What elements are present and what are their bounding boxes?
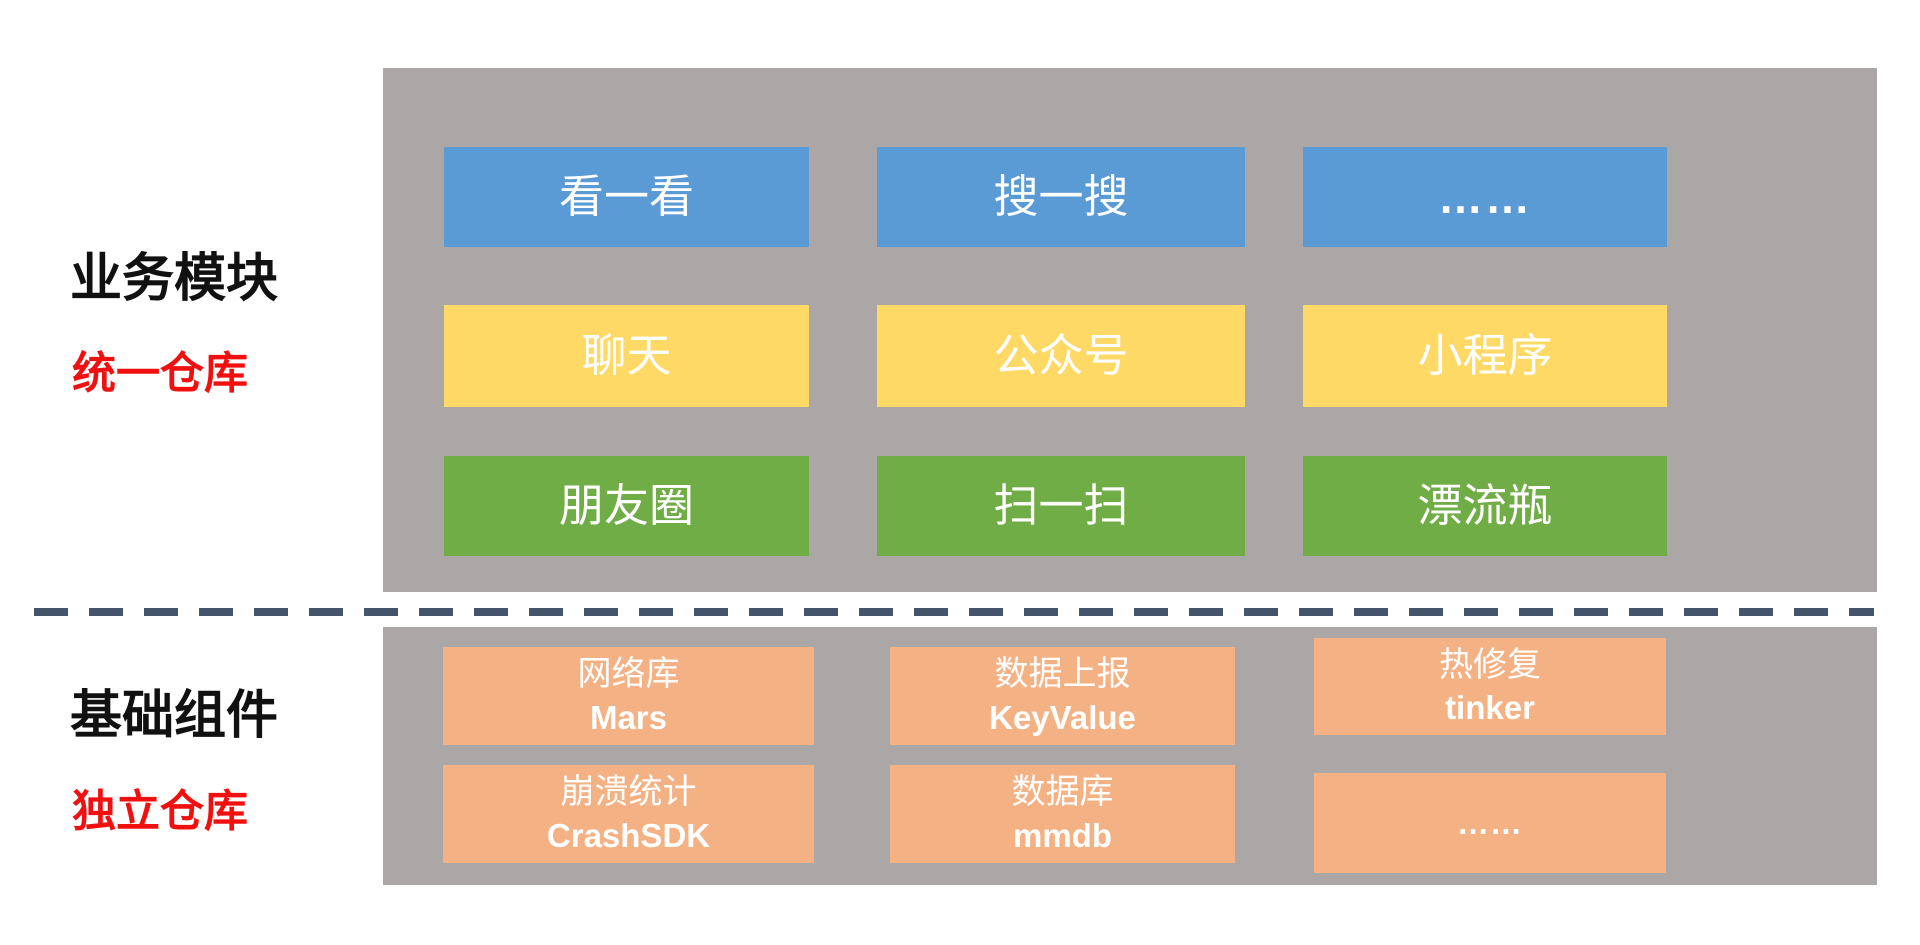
business-module-ellipsis-label: ……: [1438, 171, 1532, 223]
component-ellipsis-label: ……: [1457, 805, 1523, 841]
foundation-component-box: 网络库 Mars: [443, 647, 814, 745]
business-module-label: 朋友圈: [558, 480, 694, 531]
business-module-box: 漂流瓶: [1303, 456, 1667, 556]
component-name-zh: 数据库: [1011, 774, 1114, 812]
component-name-en: Mars: [589, 698, 668, 736]
foundation-component-box: 热修复 tinker: [1314, 638, 1666, 735]
business-module-label: 看一看: [558, 171, 694, 222]
business-module-box: 朋友圈: [444, 456, 809, 556]
foundation-component-box: 崩溃统计 CrashSDK: [443, 765, 814, 863]
foundation-component-box: 数据上报 KeyValue: [890, 647, 1235, 745]
foundation-section-subtitle: 独立仓库: [72, 787, 248, 836]
business-module-box: 聊天: [444, 305, 809, 407]
business-section-subtitle: 统一仓库: [72, 349, 248, 398]
foundation-component-box: 数据库 mmdb: [890, 765, 1235, 863]
business-module-label: 搜一搜: [993, 171, 1129, 222]
component-name-zh: 崩溃统计: [560, 774, 697, 812]
foundation-component-box: ……: [1314, 773, 1666, 873]
business-module-box: 扫一扫: [877, 456, 1245, 556]
component-name-zh: 网络库: [577, 656, 680, 694]
business-module-box: 公众号: [877, 305, 1245, 407]
business-module-label: 公众号: [993, 330, 1129, 381]
component-name-zh: 热修复: [1439, 646, 1541, 684]
business-module-box: ……: [1303, 147, 1667, 247]
business-module-label: 漂流瓶: [1417, 480, 1553, 531]
business-module-label: 小程序: [1417, 330, 1553, 381]
business-module-label: 聊天: [581, 330, 672, 381]
component-name-en: CrashSDK: [546, 816, 711, 854]
component-name-en: tinker: [1445, 689, 1535, 727]
business-section-title: 业务模块: [70, 251, 279, 308]
component-name-en: mmdb: [1013, 816, 1112, 854]
business-module-label: 扫一扫: [993, 480, 1129, 531]
business-module-box: 搜一搜: [877, 147, 1245, 247]
business-module-box: 小程序: [1303, 305, 1667, 407]
foundation-section-title: 基础组件: [70, 688, 279, 745]
business-module-box: 看一看: [444, 147, 809, 247]
component-name-zh: 数据上报: [994, 656, 1131, 694]
section-divider-dashed-line: [34, 608, 1874, 616]
component-name-en: KeyValue: [989, 698, 1136, 736]
